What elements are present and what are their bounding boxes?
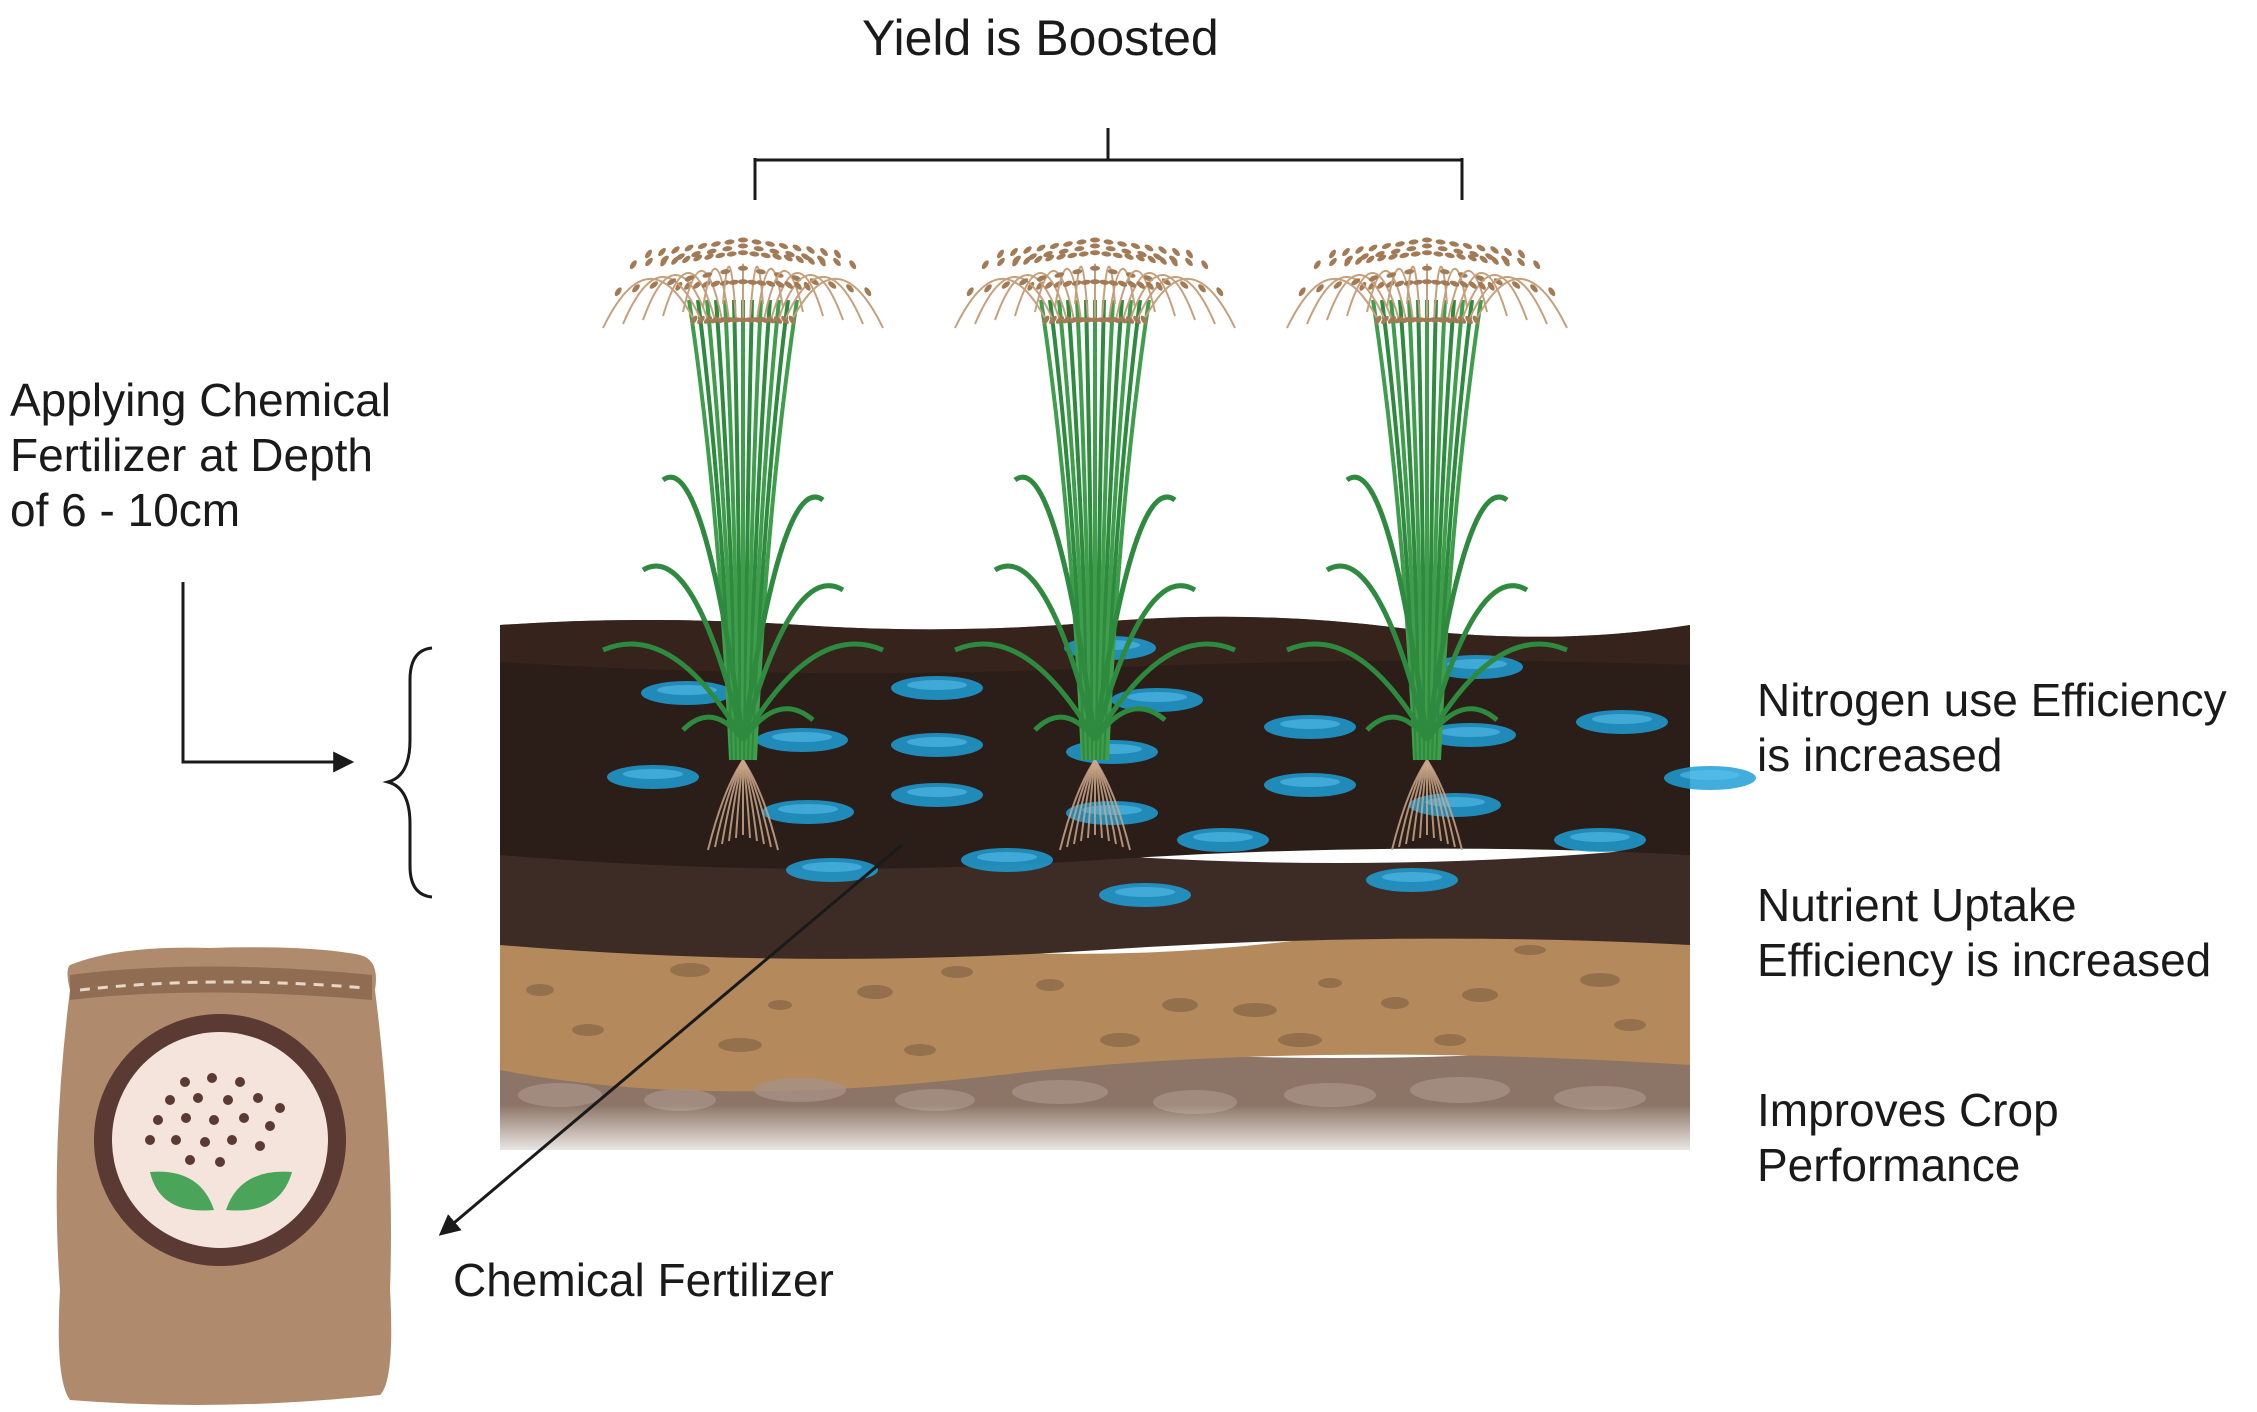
application-note-line-1: Applying Chemical (10, 374, 391, 426)
depth-brace (382, 646, 433, 899)
benefit-nitrogen-line-2: is increased (1757, 729, 2003, 781)
yield-bracket (753, 128, 1464, 200)
leaf-icon (150, 1171, 292, 1211)
diagram-title: Yield is Boosted (862, 10, 1219, 66)
application-arrow (181, 582, 355, 773)
application-note-line-2: Fertilizer at Depth (10, 429, 374, 481)
benefit-crop-line-2: Performance (1757, 1139, 2021, 1191)
seed-dots (145, 1073, 285, 1167)
gravel-stones (518, 1077, 1646, 1114)
benefit-nutrient-line-1: Nutrient Uptake (1757, 879, 2077, 931)
fertilizer-bag (56, 947, 392, 1405)
rice-plant (1286, 237, 1568, 851)
sand-layer (500, 926, 1690, 1092)
rice-plant (602, 237, 884, 851)
application-note-line-3: of 6 - 10cm (10, 484, 241, 536)
fertilizer-label: Chemical Fertilizer (453, 1254, 834, 1306)
benefit-nitrogen-line-1: Nitrogen use Efficiency (1757, 674, 2227, 726)
rice-plant (954, 237, 1236, 851)
bag-label (112, 1032, 328, 1248)
fertilizer-arrow (438, 843, 903, 1236)
sand-pebbles (526, 945, 1646, 1056)
benefit-nutrient-line-2: Efficiency is increased (1757, 934, 2212, 986)
benefit-crop-line-1: Improves Crop (1757, 1084, 2059, 1136)
